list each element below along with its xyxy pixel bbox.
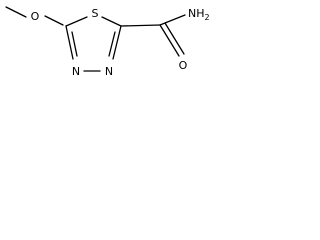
- bond-methyl-oxygen: [5, 6, 27, 18]
- bond-c2-n3: [112, 25, 122, 60]
- molecule-structure: O S N N NH2 O: [5, 6, 210, 78]
- atom-oxygen-ether: O: [31, 10, 40, 23]
- atom-oxygen-carbonyl: O: [179, 59, 188, 72]
- bond-n4-c5-inner: [71, 31, 78, 57]
- atom-nitrogen-left: N: [72, 65, 80, 78]
- bond-carbonyl-amine: [159, 14, 186, 26]
- bond-n4-c5: [65, 25, 74, 60]
- bond-carbonyl-oxygen: [159, 24, 180, 57]
- bond-c2-n3-inner: [108, 31, 116, 57]
- bond-s1-c2: [101, 16, 122, 27]
- bond-oxygen-c5: [44, 15, 64, 26]
- atom-amine-nh: NH: [188, 7, 205, 20]
- bond-c5-s1: [65, 16, 88, 27]
- atom-amine-subscript: 2: [205, 13, 210, 22]
- bond-c2-carbonyl: [120, 24, 161, 27]
- atom-nitrogen-right: N: [105, 65, 113, 78]
- atom-sulfur: S: [92, 7, 99, 20]
- atom-amine: NH2: [188, 7, 210, 22]
- bond-carbonyl-oxygen-inner: [164, 22, 185, 55]
